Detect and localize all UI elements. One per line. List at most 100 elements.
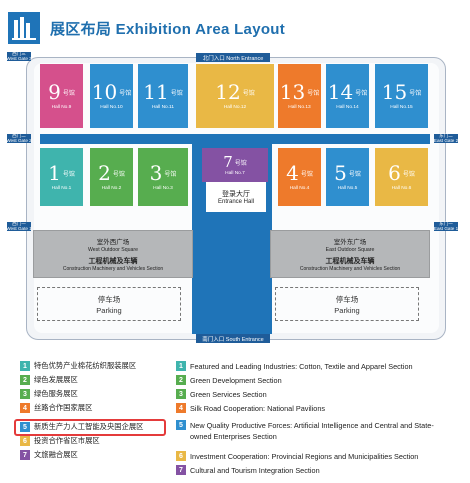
east-square-cn: 室外东广场 [333,239,367,246]
entrance-hall[interactable]: 登录大厅 Entrance Hall [206,182,266,212]
hall-cn: 号馆 [170,90,183,97]
east-square-section-cn: 工程机械及车辆 [325,258,375,265]
east-gate-1-en: East Gate 1 [433,225,459,231]
legend-en-text: Silk Road Cooperation: National Pavilion… [190,404,326,413]
north-entrance-gate[interactable]: 北门入口 North Entrance [196,53,270,62]
legend-en-text: Cultural and Tourism Integration Section [190,466,320,475]
parking-east-cn: 停车场 [335,294,359,304]
west-gate-3-en: West Gate 3 [6,55,32,61]
hall-cn: 号馆 [307,90,320,97]
east-outdoor-square[interactable]: 室外东广场 East Outdoor Square 工程机械及车辆 Constr… [270,230,430,278]
hall-number: 12 [215,80,241,104]
hall-cn: 号馆 [348,171,361,178]
legend-swatch: 2 [176,375,186,385]
west-gate-2-cn: 西门二 [12,132,26,138]
legend-swatch: 3 [20,389,30,399]
hall-icon [8,12,40,44]
hall-en: Hall No.7 [225,170,245,176]
highlight-box [14,419,166,436]
legend-swatch: 7 [20,450,30,460]
legend-swatch: 1 [20,361,30,371]
hall-cn: 号馆 [112,171,125,178]
hall-number: 10 [91,80,118,104]
legend-cn-text: 文旅融合展区 [34,450,78,459]
hall-number: 6 [388,161,401,185]
legend-en-text: Green Services Section [190,390,267,399]
legend-swatch: 7 [176,465,186,475]
parking-east-en: Parking [334,305,360,315]
hall-en: Hall No.10 [100,105,123,110]
legend-en-item: 1 Featured and Leading Industries: Cotton… [176,361,450,372]
hall-number: 13 [279,80,306,104]
hall-en: Hall No.15 [390,105,413,110]
legend-swatch: 6 [176,451,186,461]
legend-en-text: Green Development Section [190,376,282,385]
hall-cn: 号馆 [234,160,247,167]
legend-en-text: Featured and Leading Industries: Cotton,… [190,362,413,371]
hall-cn: 号馆 [164,171,177,178]
west-square-en: West Outdoor Square [87,247,139,253]
parking-west-en: Parking [96,305,122,315]
west-gate-1[interactable]: 西门一 West Gate 1 [6,221,32,231]
hall-en: Hall No.1 [51,186,72,191]
east-gate-2[interactable]: 东门二 East Gate 2 [434,132,458,143]
hall-cn: 号馆 [409,90,422,97]
south-entrance-gate[interactable]: 南门入口 South Entrance [196,334,270,343]
west-gate-1-en: West Gate 1 [6,225,32,231]
west-gate-2[interactable]: 西门二 West Gate 2 [6,132,32,143]
hall-cn: 号馆 [62,171,75,178]
east-gate-1[interactable]: 东门一 East Gate 1 [433,221,459,231]
legend-swatch: 1 [176,361,186,371]
hall-en: Hall No.12 [223,105,247,110]
east-gate-2-cn: 东门二 [439,132,453,138]
legend-en-text: New Quality Productive Forces: Artificia… [190,421,434,441]
hall-number: 5 [334,161,347,185]
page-title: 展区布局 Exhibition Area Layout [50,20,286,38]
hall-en: Hall No.9 [51,105,72,110]
hall-number: 4 [286,161,299,185]
hall-number: 1 [48,161,61,185]
hall-number: 14 [327,80,354,104]
west-square-section-en: Construction Machinery and Vehicles Sect… [62,266,164,272]
west-outdoor-square[interactable]: 室外西广场 West Outdoor Square 工程机械及车辆 Constr… [33,230,193,278]
hall-en: Hall No.14 [336,105,359,110]
parking-west[interactable]: 停车场 Parking [37,287,181,321]
west-gate-3[interactable]: 西门三 West Gate 3 [6,50,32,61]
hall-number: 7 [223,152,233,171]
east-square-section-en: Construction Machinery and Vehicles Sect… [299,266,401,272]
hall-number: 11 [143,80,169,104]
hall-en: Hall No.11 [151,105,175,110]
hall-en: Hall No.4 [289,186,310,191]
parking-east[interactable]: 停车场 Parking [275,287,419,321]
west-gate-3-cn: 西门三 [12,50,26,56]
east-square-en: East Outdoor Square [325,247,375,253]
